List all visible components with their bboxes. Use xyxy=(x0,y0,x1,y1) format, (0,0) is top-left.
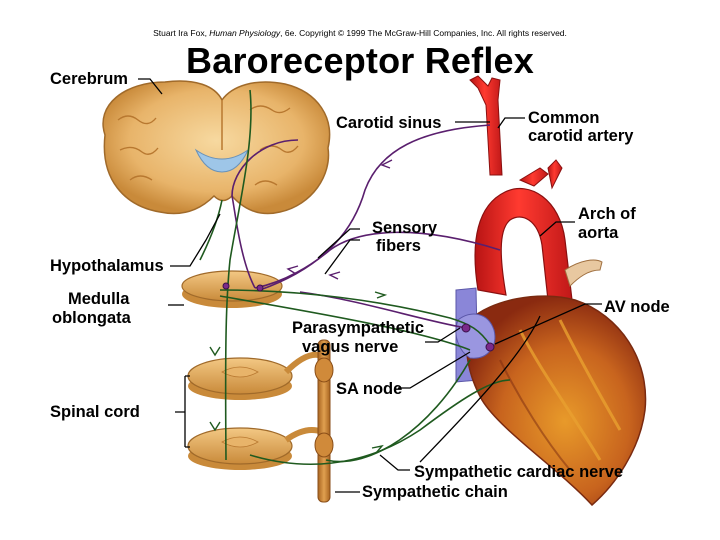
nerve-endpoints xyxy=(222,282,495,352)
cerebrum-illustration xyxy=(102,80,331,215)
sympathetic-chain-illustration xyxy=(314,339,334,503)
label-common-carotid-2: carotid artery xyxy=(528,127,634,145)
label-parasympathetic-2: vagus nerve xyxy=(302,338,399,356)
leader-lines xyxy=(138,78,602,493)
heart-illustration xyxy=(455,287,647,507)
label-sensory-fibers-2: fibers xyxy=(376,237,421,255)
label-arch-of-aorta-2: aorta xyxy=(578,224,619,242)
label-spinal-cord: Spinal cord xyxy=(50,403,140,421)
copyright-notice: Stuart Ira Fox, Human Physiology, 6e. Co… xyxy=(153,28,567,38)
page-title: Baroreceptor Reflex xyxy=(186,40,534,81)
spinal-cord-upper-illustration xyxy=(187,351,324,400)
aorta-carotid-illustration xyxy=(469,75,603,301)
motor-arrows xyxy=(209,291,388,454)
label-parasympathetic-1: Parasympathetic xyxy=(292,319,425,337)
label-hypothalamus: Hypothalamus xyxy=(50,257,164,275)
label-sympathetic-cardiac-nerve: Sympathetic cardiac nerve xyxy=(414,463,624,481)
label-sa-node: SA node xyxy=(336,380,403,398)
motor-fibers xyxy=(199,89,511,465)
label-carotid-sinus: Carotid sinus xyxy=(336,114,442,132)
sensory-arrows xyxy=(286,159,393,280)
label-common-carotid-1: Common xyxy=(528,109,600,127)
label-cerebrum: Cerebrum xyxy=(50,70,128,88)
label-av-node: AV node xyxy=(604,298,670,316)
label-sensory-fibers-1: Sensory xyxy=(372,219,438,237)
label-medulla-2: oblongata xyxy=(52,309,131,327)
label-medulla-1: Medulla xyxy=(68,290,130,308)
label-arch-of-aorta-1: Arch of xyxy=(578,205,636,223)
label-sympathetic-chain: Sympathetic chain xyxy=(362,483,508,501)
